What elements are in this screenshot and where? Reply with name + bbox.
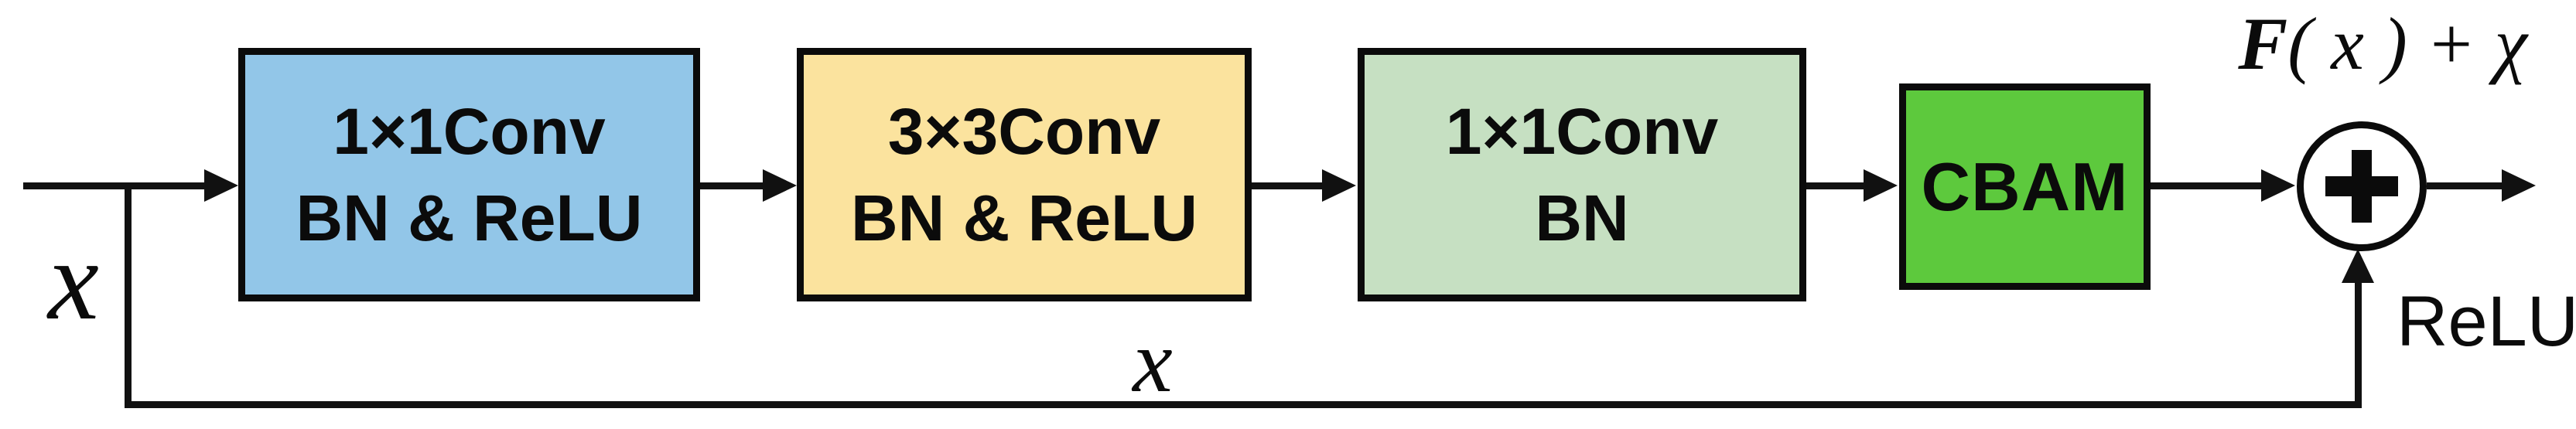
skip-x-label: x — [1133, 312, 1173, 411]
relu-label: ReLU — [2397, 282, 2576, 361]
skip-up-arrowhead-icon — [2342, 249, 2374, 283]
arrow-cbam-to-sum-head-icon — [2261, 169, 2295, 202]
block-label-line1: 1×1Conv — [1445, 95, 1719, 168]
skip-branch-line — [125, 182, 132, 408]
output-arrowhead-icon — [2502, 169, 2536, 202]
arrow-conv1-to-conv2-line — [700, 182, 766, 189]
block-label-line1: CBAM — [1921, 148, 2129, 225]
conv1x1-bn-relu-block: 1×1Conv BN & ReLU — [238, 48, 700, 301]
arrow-conv2-to-conv3-head-icon — [1322, 169, 1356, 202]
arrow-cbam-to-sum-line — [2151, 182, 2264, 189]
input-arrowhead-icon — [204, 169, 238, 202]
output-formula-label: F( x ) + χ — [2189, 0, 2576, 90]
skip-bottom-line — [125, 401, 2362, 408]
formula-f: F — [2238, 2, 2288, 85]
cbam-block: CBAM — [1899, 83, 2151, 290]
skip-up-line — [2355, 280, 2362, 405]
output-line — [2427, 182, 2504, 189]
arrow-conv3-to-cbam-line — [1806, 182, 1867, 189]
block-label-line2: BN & ReLU — [850, 182, 1197, 254]
conv1x1-bn-block: 1×1Conv BN — [1358, 48, 1806, 301]
block-label-line1: 3×3Conv — [887, 95, 1161, 168]
arrow-conv1-to-conv2-head-icon — [763, 169, 797, 202]
block-label-line2: BN & ReLU — [296, 182, 643, 254]
conv3x3-bn-relu-block: 3×3Conv BN & ReLU — [797, 48, 1252, 301]
block-label-line1: 1×1Conv — [333, 95, 606, 168]
input-x-label: x — [48, 217, 99, 344]
input-line — [23, 182, 209, 189]
arrow-conv2-to-conv3-line — [1252, 182, 1324, 189]
arrow-conv3-to-cbam-head-icon — [1864, 169, 1898, 202]
plus-icon — [2352, 150, 2372, 223]
block-label-line2: BN — [1535, 182, 1629, 254]
formula-rest: ( x ) + χ — [2287, 2, 2527, 85]
